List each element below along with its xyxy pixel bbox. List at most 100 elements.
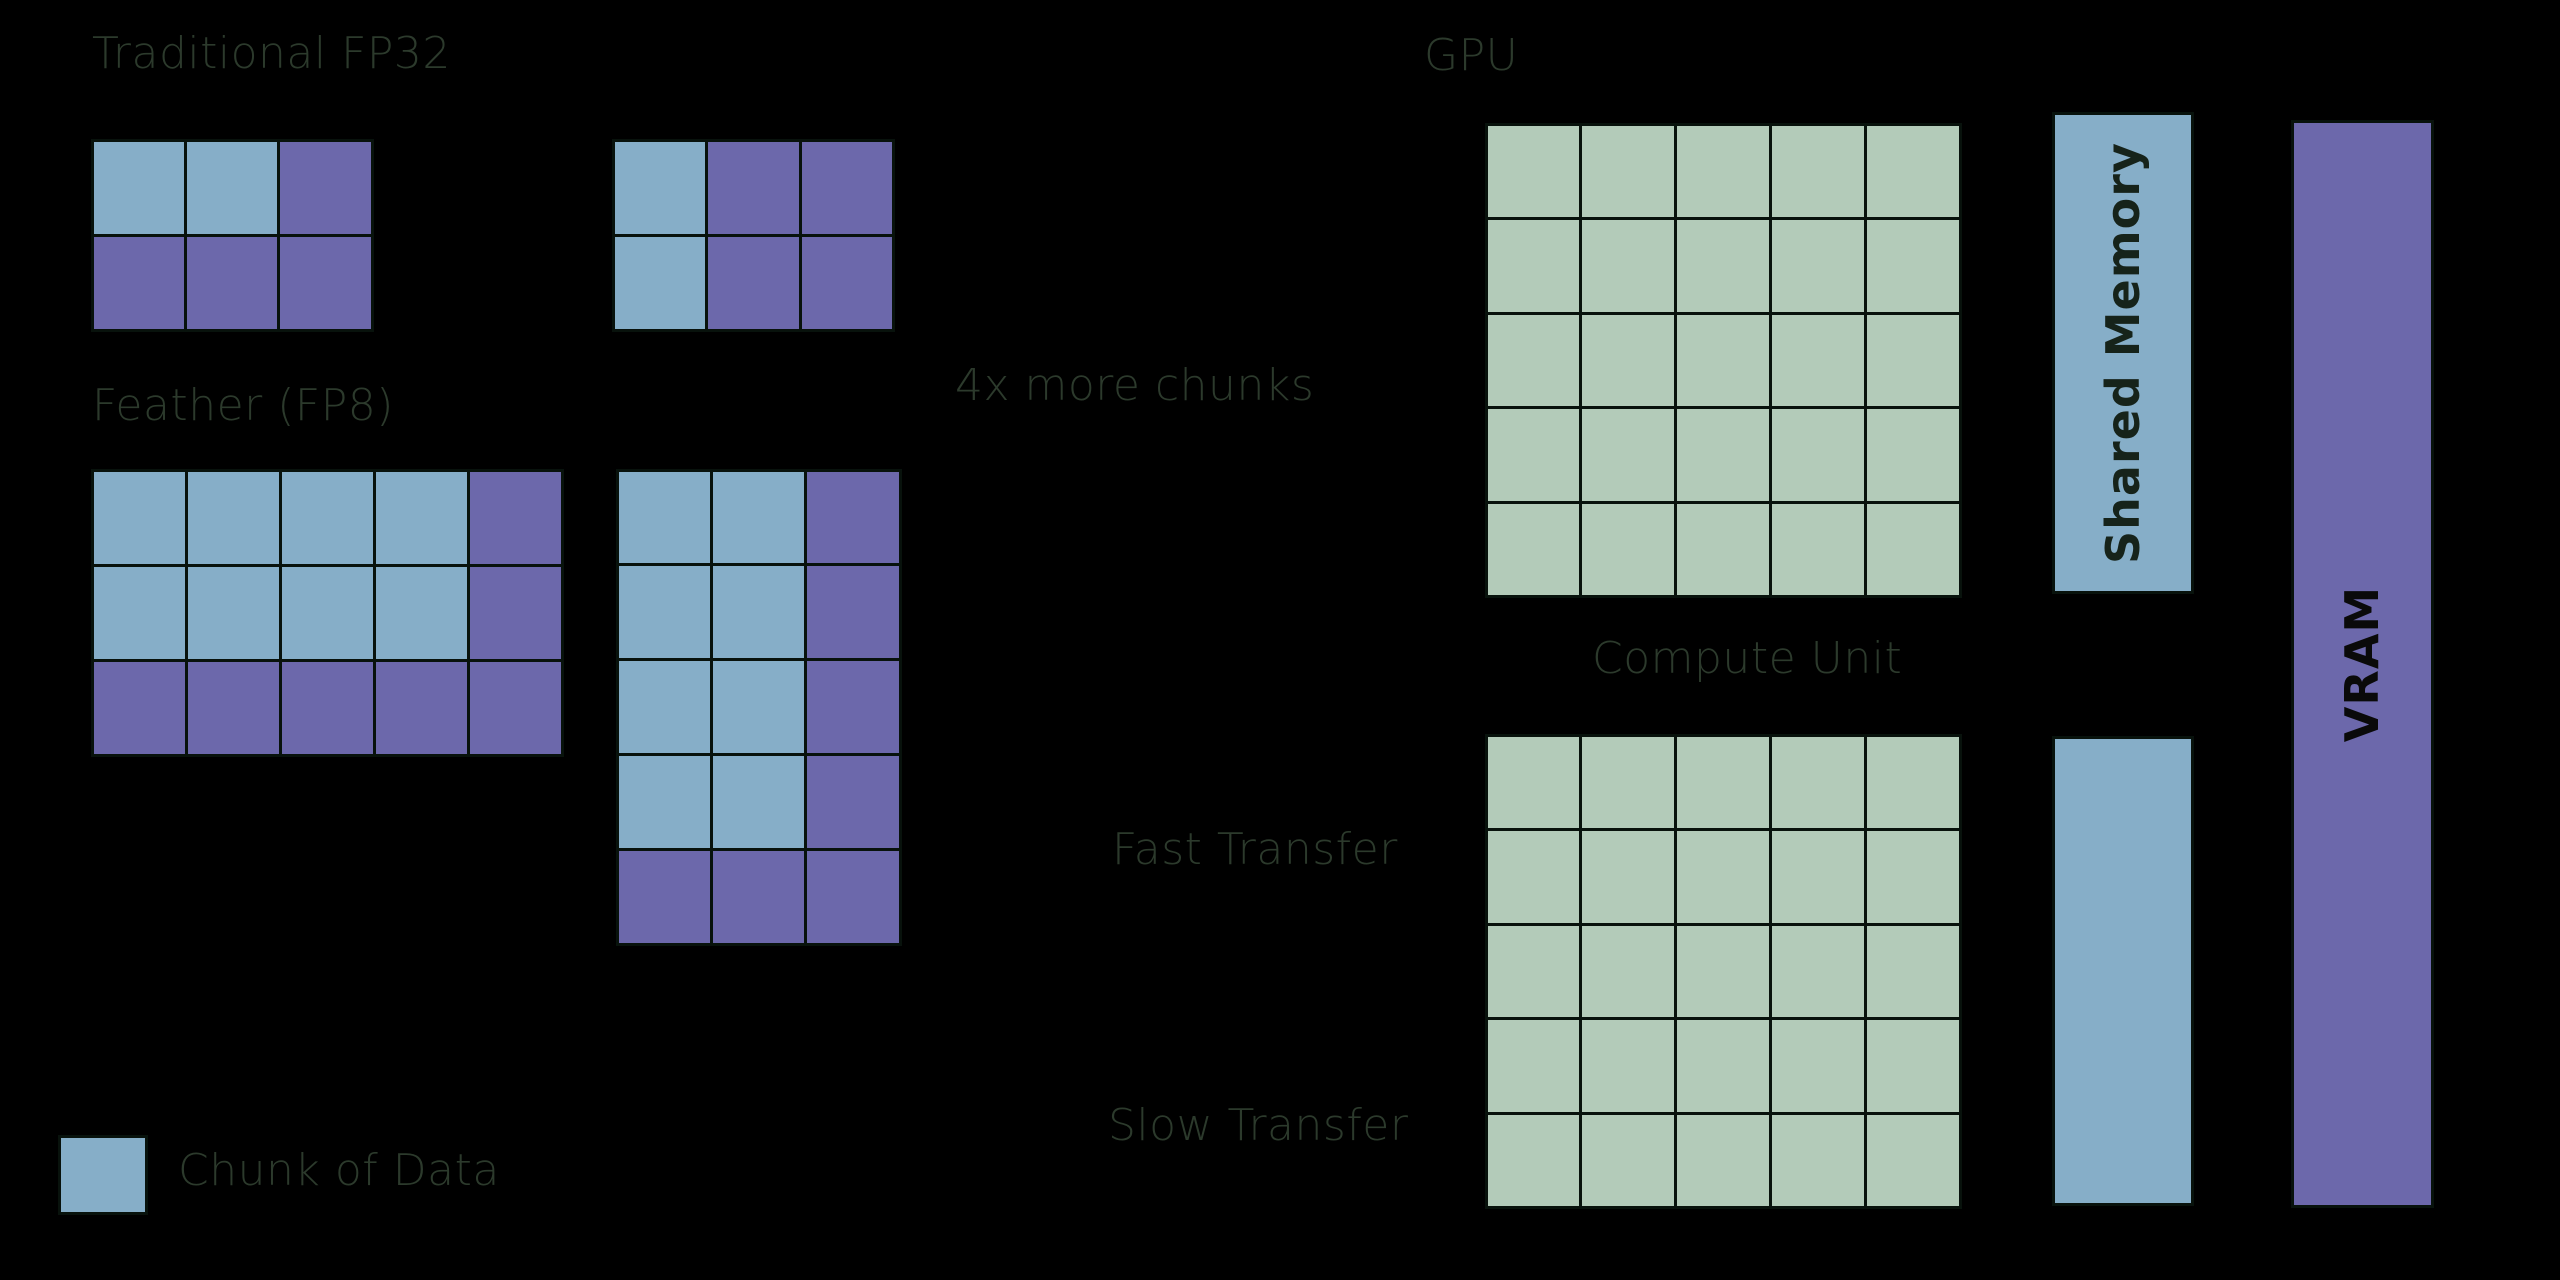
grid-cell <box>1768 1017 1867 1115</box>
grid-cell <box>798 233 896 332</box>
grid-cell <box>466 468 564 567</box>
grid-cell <box>1579 217 1678 315</box>
fast-transfer-label: Fast Transfer <box>1112 824 1398 875</box>
grid-cell <box>1674 828 1772 926</box>
grid-cell <box>1863 406 1962 504</box>
grid-cell <box>1768 922 1867 1021</box>
grid-cell <box>1674 122 1772 221</box>
shared-memory-bar-label: Shared Memory <box>2096 142 2150 564</box>
grid-cell <box>804 468 902 567</box>
grid-cell <box>277 233 374 332</box>
grid-cell <box>1768 733 1867 832</box>
grid-cell <box>1579 406 1678 504</box>
grid-cell <box>1484 122 1583 221</box>
vram-bar-label: VRAM <box>2335 585 2390 743</box>
grid-cell <box>709 563 808 662</box>
grid-cell <box>1484 500 1583 599</box>
grid-cell <box>804 658 902 756</box>
grid-cell <box>1863 500 1962 599</box>
grid-cell <box>1484 828 1583 926</box>
shared-memory-bar-top: Shared Memory <box>2052 112 2194 594</box>
grid-cell <box>705 233 802 332</box>
grid-cell <box>709 752 808 851</box>
grid-cell <box>90 138 187 237</box>
grid-cell <box>1674 733 1772 832</box>
grid-cell <box>709 658 808 756</box>
grid-cell <box>804 847 902 946</box>
grid-cell <box>1768 217 1867 315</box>
grid-cell <box>615 752 713 851</box>
grid-cell <box>1579 500 1678 599</box>
grid-cell <box>615 847 713 946</box>
grid-cell <box>1674 500 1772 599</box>
grid-cell <box>1579 828 1678 926</box>
grid-cell <box>1863 1111 1962 1210</box>
grid-cell <box>1579 922 1678 1021</box>
grid-cell <box>1768 311 1867 410</box>
grid-cell <box>184 658 282 757</box>
grid-cell <box>1768 500 1867 599</box>
grid-cell <box>1674 217 1772 315</box>
slow-transfer-label: Slow Transfer <box>1108 1100 1409 1151</box>
legend-label-chunk-of-data: Chunk of Data <box>178 1145 500 1196</box>
grid-cell <box>183 233 281 332</box>
grid-cell <box>1674 311 1772 410</box>
grid-cell <box>90 658 188 757</box>
grid-cell <box>611 233 709 332</box>
grid-cell <box>804 752 902 851</box>
grid-cell <box>1484 922 1583 1021</box>
grid-cell <box>615 658 713 756</box>
vram-bar: VRAM <box>2291 120 2434 1208</box>
grid-cell <box>1768 122 1867 221</box>
grid-cell <box>372 468 470 567</box>
grid-cell <box>611 138 709 237</box>
feather-fp8-title: Feather (FP8) <box>92 380 394 431</box>
grid-cell <box>1579 733 1678 832</box>
grid-cell <box>1863 311 1962 410</box>
traditional-fp32-title: Traditional FP32 <box>92 28 451 79</box>
grid-cell <box>1863 1017 1962 1115</box>
fp32-right-grid <box>611 138 896 332</box>
grid-cell <box>1579 1017 1678 1115</box>
grid-cell <box>1484 733 1583 832</box>
grid-cell <box>372 563 470 662</box>
grid-cell <box>277 138 374 237</box>
grid-cell <box>1579 1111 1678 1210</box>
grid-cell <box>1768 828 1867 926</box>
grid-cell <box>1484 1111 1583 1210</box>
grid-cell <box>1674 922 1772 1021</box>
grid-cell <box>798 138 896 237</box>
grid-cell <box>1863 828 1962 926</box>
grid-cell <box>615 563 713 662</box>
grid-cell <box>183 138 281 237</box>
grid-cell <box>90 468 188 567</box>
grid-cell <box>1863 122 1962 221</box>
shared-memory-bar-bottom <box>2052 736 2194 1206</box>
grid-cell <box>1484 311 1583 410</box>
grid-cell <box>466 563 564 662</box>
grid-cell <box>1863 922 1962 1021</box>
grid-cell <box>1768 406 1867 504</box>
grid-cell <box>1674 1111 1772 1210</box>
grid-cell <box>184 563 282 662</box>
grid-cell <box>90 233 187 332</box>
four-x-more-chunks-label: 4x more chunks <box>955 360 1315 411</box>
fp8-left-grid <box>90 468 564 757</box>
grid-cell <box>466 658 564 757</box>
grid-cell <box>1674 406 1772 504</box>
gpu-title: GPU <box>1424 30 1519 81</box>
grid-cell <box>278 563 376 662</box>
grid-cell <box>1484 1017 1583 1115</box>
grid-cell <box>705 138 802 237</box>
grid-cell <box>1863 733 1962 832</box>
fp32-left-grid <box>90 138 374 332</box>
grid-cell <box>278 468 376 567</box>
grid-cell <box>1484 406 1583 504</box>
compute-unit-grid-bottom <box>1484 733 1962 1210</box>
grid-cell <box>1863 217 1962 315</box>
grid-cell <box>278 658 376 757</box>
grid-cell <box>372 658 470 757</box>
grid-cell <box>90 563 188 662</box>
grid-cell <box>1674 1017 1772 1115</box>
